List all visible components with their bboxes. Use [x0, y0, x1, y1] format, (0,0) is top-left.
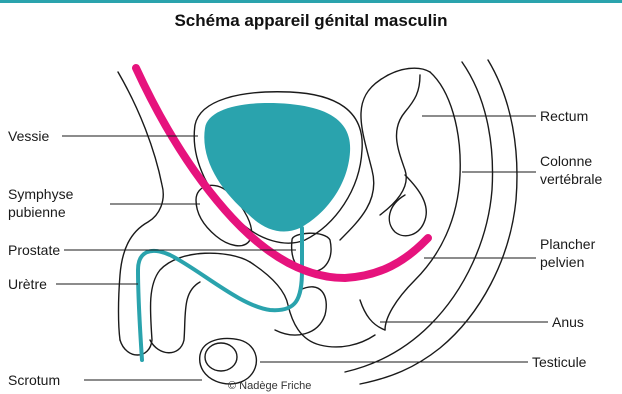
testicle-shape [205, 343, 237, 371]
label-testicule: Testicule [532, 353, 586, 371]
label-symphyse-line2: pubienne [8, 203, 66, 221]
label-colonne-line1: Colonne [540, 152, 592, 170]
label-anus: Anus [552, 313, 584, 331]
label-symphyse-line1: Symphyse [8, 185, 73, 203]
penis-inner-outline [150, 282, 200, 353]
label-plancher-line1: Plancher [540, 235, 595, 253]
spine-curve-outer2 [360, 60, 517, 384]
label-scrotum: Scrotum [8, 371, 60, 389]
spine-curve-outer [345, 62, 493, 372]
label-prostate: Prostate [8, 241, 60, 259]
label-rectum: Rectum [540, 107, 588, 125]
label-colonne-line2: vertébrale [540, 170, 602, 188]
label-plancher-line2: pelvien [540, 253, 584, 271]
image-credit: © Nadège Friche [228, 380, 311, 392]
urethra-line [138, 228, 302, 360]
anus-curve [360, 300, 385, 330]
label-vessie: Vessie [8, 127, 49, 145]
rectum-inner-outline [380, 75, 420, 215]
rectum-fold [389, 175, 426, 236]
label-uretre: Urètre [8, 275, 47, 293]
scrotum-outline [200, 339, 257, 384]
